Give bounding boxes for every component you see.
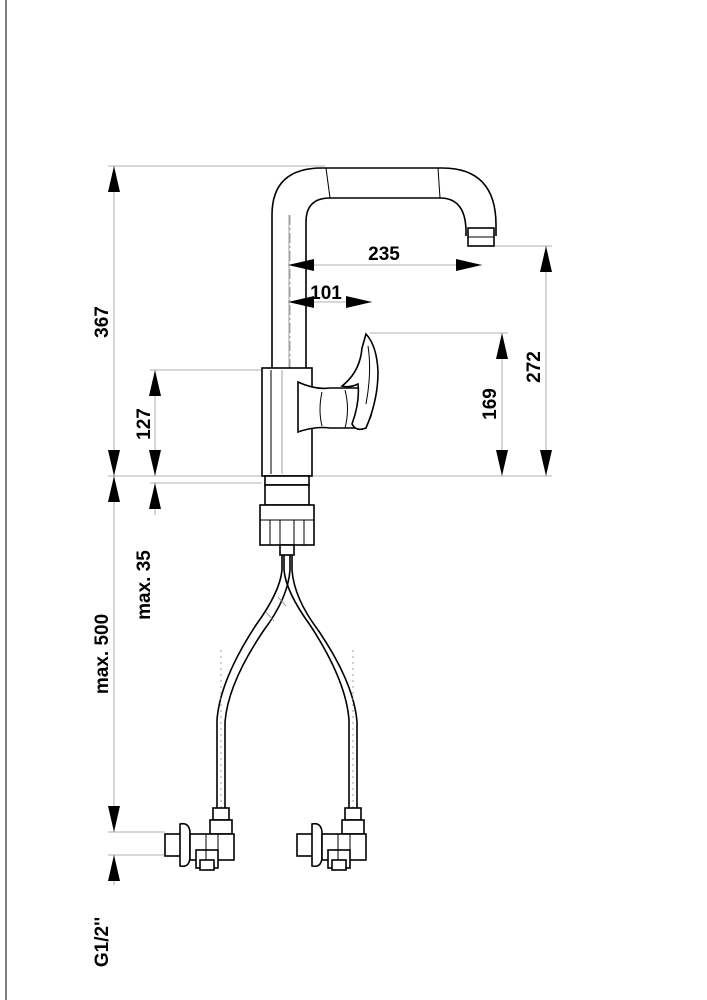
flexible-hoses: [216, 555, 358, 810]
dim-101: 101: [310, 283, 342, 304]
dim-127: 127: [134, 408, 155, 440]
dim-max-35: max. 35: [134, 550, 155, 620]
faucet-body: [261, 332, 379, 477]
dim-235: 235: [368, 244, 400, 265]
dimension-lines: [108, 166, 552, 885]
dim-g12: G1/2'': [92, 917, 113, 967]
angle-valve-left: [164, 807, 235, 871]
dim-max-500: max. 500: [92, 614, 113, 694]
faucet-spout: [271, 167, 497, 368]
dim-169: 169: [480, 388, 501, 420]
angle-valve-right: [296, 807, 367, 871]
extension-lines: [108, 165, 552, 856]
mounting-shank: [259, 475, 315, 556]
dim-272: 272: [524, 351, 545, 383]
dim-367: 367: [92, 306, 113, 338]
